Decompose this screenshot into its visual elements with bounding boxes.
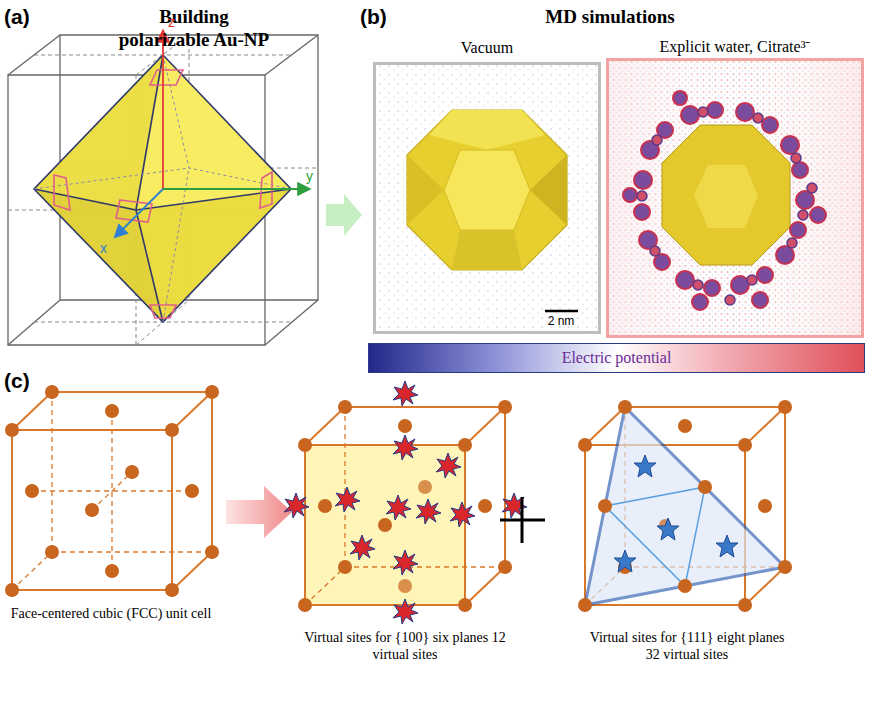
panel-letter: (b): [360, 4, 400, 29]
caption-label: Virtual sites for {100} six planes 12 vi…: [300, 630, 510, 664]
panel-title: Building polarizable Au-NP: [118, 6, 270, 52]
simulation-box: Vacuum: [373, 62, 601, 334]
axis-label: z: [168, 14, 184, 31]
axis-label: y: [306, 168, 322, 185]
panel-letter: (c): [4, 368, 44, 393]
box-heading: Explicit water, Citrate³⁻: [609, 35, 861, 57]
caption-label: Face-centered cubic (FCC) unit cell: [8, 606, 214, 623]
panel-letter: (a): [4, 4, 44, 29]
caption-label: Virtual sites for {111} eight planes 32 …: [582, 630, 792, 664]
scale-label: 2 nm: [538, 314, 584, 328]
simulation-box: Explicit water, Citrate³⁻: [606, 58, 864, 338]
panel-title: MD simulations: [520, 6, 700, 29]
axis-label: x: [100, 240, 116, 257]
box-heading: Vacuum: [376, 39, 598, 57]
bar-label: Electric potential: [369, 344, 864, 372]
potential-bar: Electric potential: [368, 343, 865, 373]
